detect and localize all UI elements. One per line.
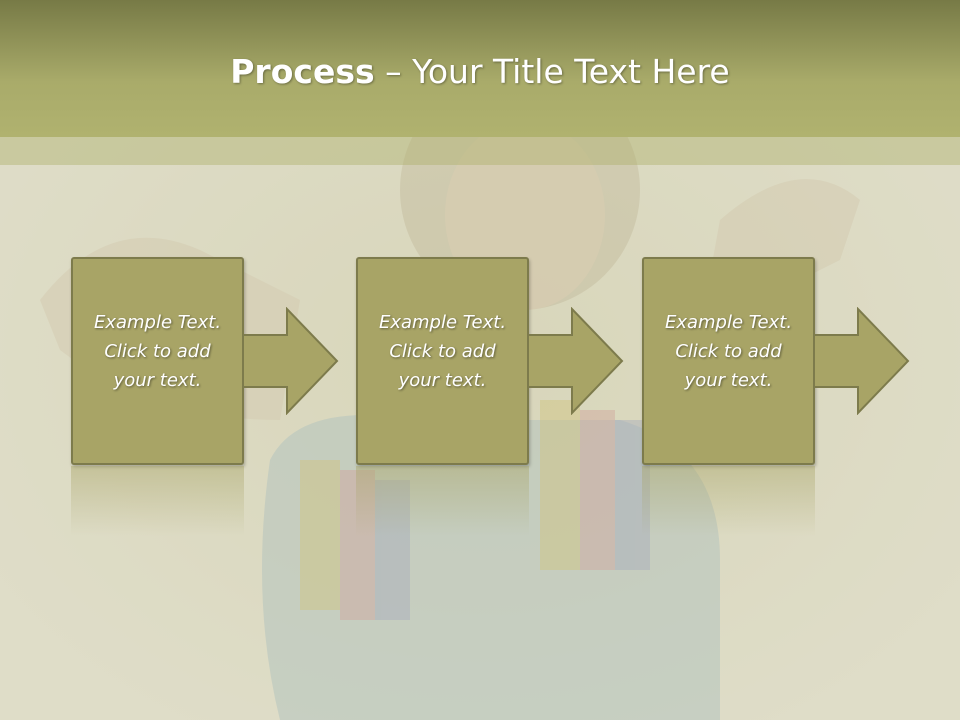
- right-arrow-icon: [528, 307, 624, 415]
- step-text-2: Example Text. Click to add your text.: [378, 311, 507, 391]
- title-bold: Process: [230, 52, 375, 91]
- step-box-1[interactable]: Example Text. Click to add your text.: [71, 257, 244, 465]
- step-reflection-2: [356, 466, 529, 536]
- title-bar: [0, 0, 960, 137]
- step-reflection-3: [642, 466, 815, 536]
- title-rest: – Your Title Text Here: [374, 52, 730, 91]
- page-title[interactable]: Process – Your Title Text Here: [0, 52, 960, 91]
- right-arrow-icon: [243, 307, 339, 415]
- title-band: [0, 137, 960, 165]
- step-text-3: Example Text. Click to add your text.: [664, 311, 793, 391]
- step-text-1: Example Text. Click to add your text.: [93, 311, 222, 391]
- step-box-2[interactable]: Example Text. Click to add your text.: [356, 257, 529, 465]
- right-arrow-icon: [814, 307, 910, 415]
- step-box-3[interactable]: Example Text. Click to add your text.: [642, 257, 815, 465]
- step-reflection-1: [71, 466, 244, 536]
